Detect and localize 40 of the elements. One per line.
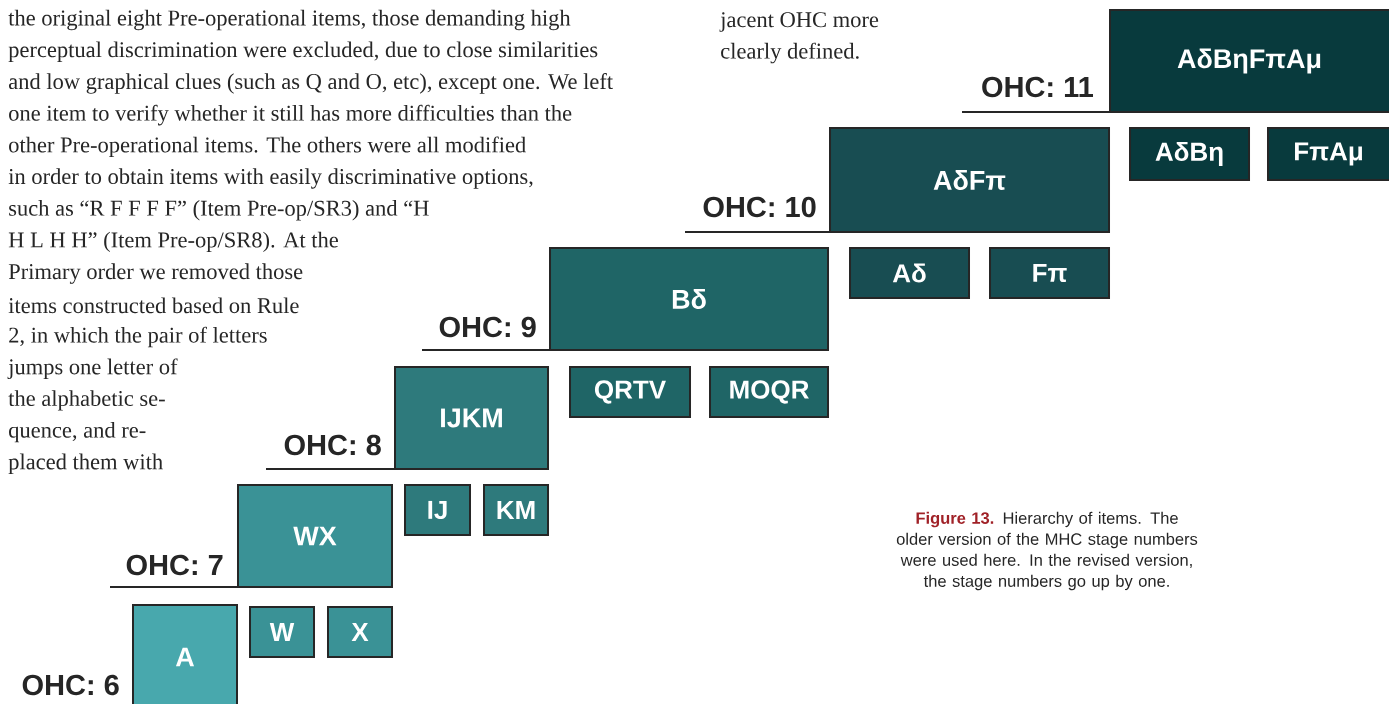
item-box: AδBη: [1129, 127, 1250, 181]
level-box: A: [132, 604, 238, 704]
body-text-line: items constructed based on Rule: [8, 297, 299, 314]
item-box: MOQR: [709, 366, 829, 418]
body-text-line: such as “R F F F F” (Item Pre-op/SR3) and “H: [9, 200, 429, 221]
body-text-line: Primary order we removed those: [8, 263, 303, 284]
level-label: OHC: 7: [126, 554, 223, 576]
body-text-line: one item to verify whether it still has more difficulties than the: [9, 104, 572, 126]
body-text-line: other Pre-operational items. The others were all modified: [9, 136, 526, 158]
level-label: OHC: 6: [22, 674, 119, 696]
level-label: OHC: 9: [439, 316, 536, 338]
level-label: OHC: 10: [703, 196, 816, 218]
body-text-line: the alphabetic se-: [8, 390, 165, 411]
body-text-line: the original eight Pre-operational items, those demanding high: [8, 9, 571, 31]
item-box: FπAμ: [1267, 127, 1389, 181]
body-text-line: quence, and re-: [9, 421, 146, 443]
item-box: Aδ: [849, 247, 970, 299]
level-label: OHC: 11: [982, 76, 1093, 98]
body-text-line: H L H H” (Item Pre-op/SR8). At the: [8, 231, 338, 253]
body-text-line: jacent OHC more: [719, 12, 879, 32]
level-box: IJKM: [394, 366, 549, 470]
level-box: AδFπ: [829, 127, 1110, 233]
body-text-line: placed them with: [8, 453, 163, 474]
level-box: WX: [237, 484, 393, 588]
level-box: AδBηFπAμ: [1109, 9, 1389, 113]
body-text-line: in order to obtain items with easily discriminative options,: [8, 168, 533, 189]
body-text-line: perceptual discrimination were excluded, due to close similarities: [8, 41, 598, 62]
item-box: IJ: [404, 484, 471, 536]
body-text-line: clearly defined.: [721, 42, 859, 64]
body-text-line: and low graphical clues (such as Q and O, etc), except one. We left: [9, 73, 613, 94]
item-box: QRTV: [569, 366, 691, 418]
figure-caption: Figure 13. Hierarchy of items. The older version of the MHC stage numbers were used here. In the revised version, the stage numbers go up by one.: [896, 511, 1198, 591]
body-text-line: 2, in which the pair of letters: [9, 326, 267, 348]
item-box: W: [249, 606, 315, 658]
item-box: X: [327, 606, 393, 658]
level-label: OHC: 8: [284, 434, 381, 456]
body-text-line: jumps one letter of: [7, 358, 178, 379]
item-box: Fπ: [989, 247, 1110, 299]
item-box: KM: [483, 484, 549, 536]
level-box: Bδ: [549, 247, 829, 351]
